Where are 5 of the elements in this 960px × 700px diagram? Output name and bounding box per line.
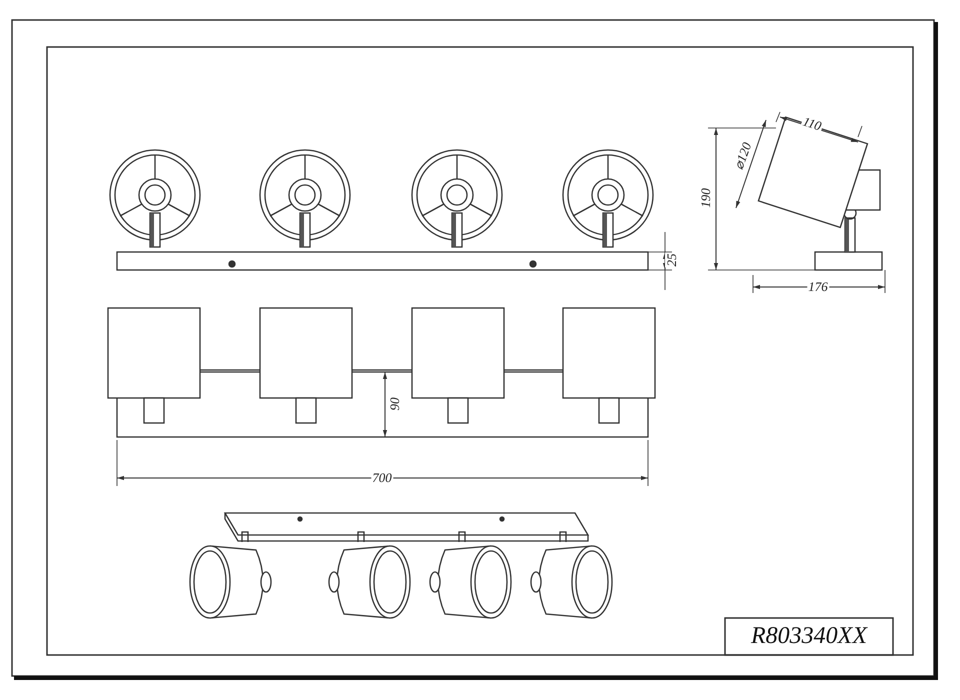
dimension-label: 176 <box>807 280 829 294</box>
dimension-label: 700 <box>371 471 393 485</box>
dimension-label: 25 <box>665 252 679 268</box>
dimension-label: 90 <box>388 396 402 412</box>
dimension-label: 190 <box>699 187 713 209</box>
